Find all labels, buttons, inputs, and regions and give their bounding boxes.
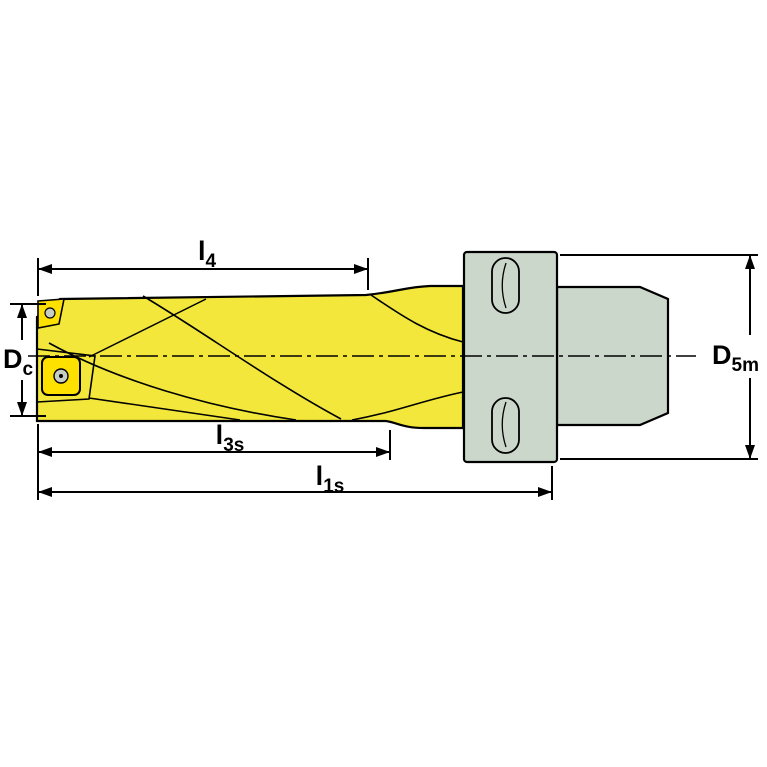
dimension-l1s: [37, 424, 553, 500]
dim-l4-arrow-right: [354, 264, 368, 274]
center-insert-screw-center: [59, 374, 63, 378]
dim-d5m-arrow-bottom: [745, 445, 755, 459]
dimension-l4: [37, 258, 369, 296]
insert-pocket-outline: [36, 348, 96, 403]
flute-runout-top: [370, 294, 464, 343]
center-insert: [41, 356, 81, 396]
dim-label-dc: Dc: [3, 344, 34, 380]
cutting-edge-line-top: [88, 298, 207, 358]
dimension-d5m: [560, 254, 758, 460]
dim-label-d5m: D5m: [712, 340, 759, 376]
dim-label-l4: l4: [198, 236, 217, 272]
cutting-edge-line-bottom: [88, 397, 241, 421]
dim-dc-arrow-top: [17, 304, 27, 318]
dim-d5m-arrow-top: [745, 255, 755, 269]
flange-slot-top: [491, 257, 520, 314]
peripheral-insert: [37, 298, 65, 329]
drill-body: [35, 284, 465, 430]
flute-runout-bottom: [351, 391, 464, 421]
dim-l3s-arrow-right: [376, 447, 390, 457]
dimension-l3s: [38, 430, 391, 460]
flange-slot-top-groove: [501, 262, 507, 309]
dim-l1s-arrow-right: [538, 487, 552, 497]
dim-l3s-arrow-left: [38, 447, 52, 457]
dim-l1s-arrow-left: [38, 487, 52, 497]
dim-label-l1s: l1s: [316, 461, 345, 497]
dim-l4-arrow-left: [38, 264, 52, 274]
flange-slot-top-outline: [491, 257, 520, 314]
dimension-dc: [10, 303, 46, 417]
peripheral-insert-screw-icon: [44, 307, 56, 319]
flange-slot-bottom-groove: [501, 401, 507, 448]
flange-slot-bottom-outline: [491, 397, 520, 454]
flange-slot-bottom: [491, 397, 520, 454]
dim-label-l3s: l3s: [216, 420, 245, 456]
dim-dc-arrow-bottom: [17, 402, 27, 416]
